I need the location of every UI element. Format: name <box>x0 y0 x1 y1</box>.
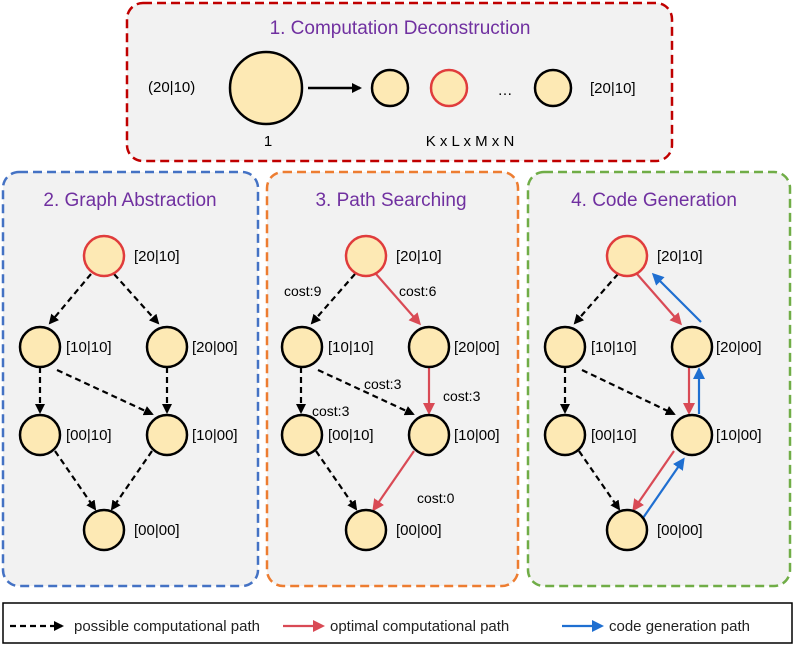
cost-label: cost:3 <box>364 376 402 392</box>
optimal-edges-panel-4 <box>632 273 695 512</box>
possible-edges-panel-3 <box>296 273 415 511</box>
edge <box>54 450 97 511</box>
node-label: [10|00] <box>716 427 762 444</box>
node-label: [20|10] <box>134 248 180 265</box>
sub-node-1 <box>370 68 410 108</box>
possible-edges-panel-4 <box>560 273 676 511</box>
edge <box>48 273 92 325</box>
node <box>670 413 714 457</box>
panel-2-frame <box>1 170 260 588</box>
cost-label: cost:9 <box>284 283 322 299</box>
node-label: [20|00] <box>454 339 500 356</box>
edges-panel-2 <box>35 273 172 511</box>
edge <box>317 369 415 416</box>
panel-graph-abstraction: 2. Graph Abstraction [20|10] [10|10] [20… <box>1 170 260 588</box>
node-label: [20|00] <box>192 339 238 356</box>
node <box>407 325 451 369</box>
big-node-count: 1 <box>264 133 272 150</box>
node-label: [10|10] <box>66 339 112 356</box>
node <box>670 325 714 369</box>
optimal-edge <box>636 273 682 326</box>
node <box>605 508 649 552</box>
edge <box>110 450 153 511</box>
optimal-edges-panel-3 <box>372 273 435 512</box>
legend-optimal-label: optimal computational path <box>330 618 509 635</box>
panel-computation-deconstruction: 1. Computation Deconstruction (20|10) 1 … <box>125 1 674 163</box>
node <box>407 413 451 457</box>
cost-label: cost:6 <box>399 283 437 299</box>
node-label: [00|00] <box>396 522 442 539</box>
optimal-edge <box>372 450 415 512</box>
legend-codegen-label: code generation path <box>609 618 750 635</box>
node-label: [00|00] <box>134 522 180 539</box>
panel-1-title: 1. Computation Deconstruction <box>270 18 531 39</box>
node <box>344 508 388 552</box>
input-tensor-label: (20|10) <box>148 79 195 96</box>
panel-4-title: 4. Code Generation <box>571 190 737 211</box>
panel-code-generation: 4. Code Generation [20|10] [10|10] [20|0… <box>526 170 792 588</box>
panel-4-frame <box>526 170 792 588</box>
codegen-edge <box>642 457 685 519</box>
node <box>82 508 126 552</box>
node <box>543 325 587 369</box>
node <box>280 413 324 457</box>
ellipsis-text: … <box>498 82 513 99</box>
cost-label: cost:0 <box>417 490 455 506</box>
edge <box>113 273 160 325</box>
node-root <box>605 234 649 278</box>
optimal-edge <box>632 450 675 512</box>
edge <box>581 369 676 416</box>
edge <box>56 369 154 416</box>
edge <box>310 273 356 325</box>
sub-node-label: [20|10] <box>590 80 636 97</box>
node-label: [10|10] <box>328 339 374 356</box>
node <box>18 413 62 457</box>
edge <box>578 450 621 511</box>
node-label: [20|00] <box>716 339 762 356</box>
legend-possible-label: possible computational path <box>74 618 260 635</box>
node-label: [20|10] <box>396 248 442 265</box>
edge <box>573 273 619 325</box>
node-label: [00|10] <box>66 427 112 444</box>
node <box>280 325 324 369</box>
panel-3-frame <box>265 170 520 588</box>
node <box>18 325 62 369</box>
panel-path-searching: 3. Path Searching [20|10] [10|10] [20|00… <box>265 170 520 588</box>
sub-node-2-highlight <box>429 68 469 108</box>
codegen-edge <box>651 272 702 323</box>
node-label: [00|10] <box>328 427 374 444</box>
dims-label: K x L x M x N <box>426 133 515 150</box>
node <box>145 325 189 369</box>
legend: possible computational path optimal comp… <box>2 602 793 644</box>
panel-2-title: 2. Graph Abstraction <box>43 190 216 211</box>
panel-3-title: 3. Path Searching <box>315 190 466 211</box>
cost-label: cost:3 <box>312 403 350 419</box>
node <box>145 413 189 457</box>
node-label: [10|00] <box>454 427 500 444</box>
node-root <box>82 234 126 278</box>
legend-frame <box>2 602 793 644</box>
edge <box>315 450 358 511</box>
node-label: [00|10] <box>591 427 637 444</box>
node-label: [20|10] <box>657 248 703 265</box>
node-root <box>344 234 388 278</box>
node-label: [10|10] <box>591 339 637 356</box>
cost-label: cost:3 <box>443 388 481 404</box>
node <box>543 413 587 457</box>
node-label: [00|00] <box>657 522 703 539</box>
big-computation-node <box>228 50 304 126</box>
node-label: [10|00] <box>192 427 238 444</box>
sub-node-n <box>533 68 573 108</box>
optimal-edge <box>375 273 421 326</box>
codegen-edges-panel-4 <box>642 272 705 519</box>
